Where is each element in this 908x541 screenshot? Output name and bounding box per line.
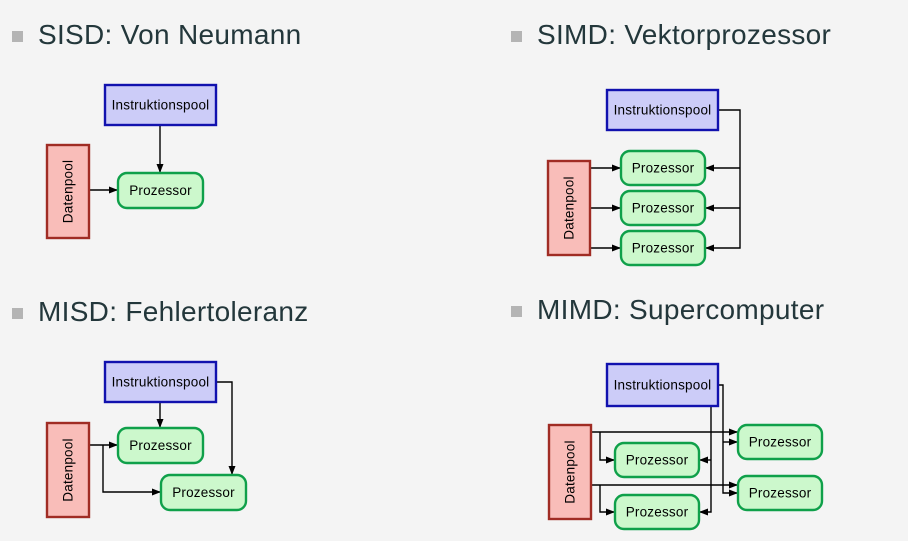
processor-label: Prozessor [129,438,192,453]
instruction-bus-outer [718,384,738,497]
instruction-bus [705,109,741,252]
data-branch-arrow [599,485,615,516]
processor-box [613,493,701,531]
data-pool-box [45,143,91,240]
heading-mimd-label: MIMD: Supercomputer [537,294,825,325]
bullet-square-icon [12,308,23,319]
heading-sisd-label: SISD: Von Neumann [38,19,302,50]
processor-box [116,171,205,210]
processor-label: Prozessor [632,161,695,176]
heading-misd-label: MISD: Fehlertoleranz [38,296,309,327]
processor-box [619,149,707,187]
processor-box [613,441,701,479]
data-pool-box [547,423,593,521]
instruction-pool-label: Instruktionspool [614,378,712,393]
heading-simd-label: SIMD: Vektorprozessor [537,19,832,50]
instruction-elbow-arrow [216,381,236,475]
simd-diagram: Instruktionspool Datenpool Prozessor Pro… [546,88,741,267]
data-branch-arrow [102,445,161,496]
heading-sisd: SISD: Von Neumann [12,18,301,52]
data-pool-label: Datenpool [563,440,578,503]
misd-diagram: Instruktionspool Datenpool Prozessor Pro… [45,360,248,519]
processor-label: Prozessor [129,183,192,198]
processor-label: Prozessor [626,453,689,468]
bullet-square-icon [511,306,522,317]
processor-label: Prozessor [749,435,812,450]
instruction-pool-label: Instruktionspool [614,103,712,118]
instruction-pool-box [605,362,720,408]
data-pool-label: Datenpool [61,160,76,223]
processor-box [619,189,707,227]
data-pool-box [45,421,91,519]
instruction-pool-label: Instruktionspool [112,98,210,113]
data-pool-box [546,159,592,257]
mimd-diagram: Instruktionspool Datenpool Prozessor Pro… [547,362,824,531]
data-pool-label: Datenpool [61,438,76,501]
processor-label: Prozessor [626,505,689,520]
processor-box [116,426,205,465]
sisd-diagram: Instruktionspool Datenpool Prozessor [45,83,218,240]
processor-label: Prozessor [749,486,812,501]
data-branch-arrow [599,432,615,464]
heading-mimd: MIMD: Supercomputer [511,293,824,327]
processor-box [619,229,707,267]
processor-label: Prozessor [172,485,235,500]
processor-label: Prozessor [632,201,695,216]
instruction-pool-box [103,360,218,404]
instruction-bus-inner [699,406,712,516]
processor-box [159,473,248,512]
processor-box [736,474,824,512]
heading-misd: MISD: Fehlertoleranz [12,295,309,329]
instruction-pool-label: Instruktionspool [112,375,210,390]
bullet-square-icon [12,31,23,42]
instruction-pool-box [605,88,720,132]
processor-label: Prozessor [632,241,695,256]
bullet-square-icon [511,31,522,42]
data-pool-label: Datenpool [562,176,577,239]
heading-simd: SIMD: Vektorprozessor [511,18,831,52]
instruction-pool-box [103,83,218,127]
processor-box [736,423,824,461]
